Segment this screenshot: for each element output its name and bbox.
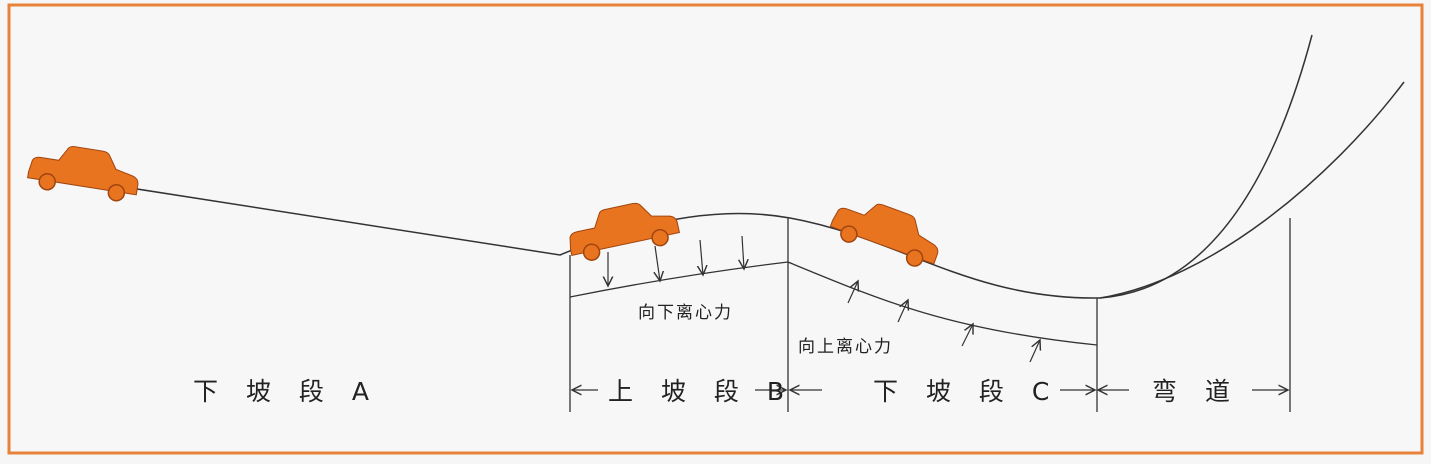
downward-force-arrows — [608, 235, 744, 286]
down-arrow — [742, 235, 744, 269]
up-arrow — [1029, 340, 1040, 363]
diagram-frame — [7, 3, 1424, 455]
segment-a-label: 下 坡 段 A — [193, 377, 379, 406]
down-arrow — [655, 245, 660, 281]
up-arrow — [897, 300, 908, 323]
up-arrow — [847, 281, 858, 304]
road-profile — [27, 34, 1313, 299]
upward-force-arrows — [847, 281, 1040, 363]
segment-c-label: 下 坡 段 C — [873, 377, 1059, 406]
curve-outer-edge — [1099, 81, 1405, 299]
down-arrow — [700, 239, 703, 275]
segment-b-label: 上 坡 段 B — [608, 377, 794, 406]
up-arrow — [961, 324, 973, 347]
downward-force-curve — [569, 261, 789, 298]
upward-force-label: 向上离心力 — [798, 337, 893, 357]
upward-force-curve — [787, 261, 1098, 346]
downward-force-label: 向下离心力 — [638, 303, 733, 323]
curve-label: 弯 道 — [1152, 377, 1240, 406]
